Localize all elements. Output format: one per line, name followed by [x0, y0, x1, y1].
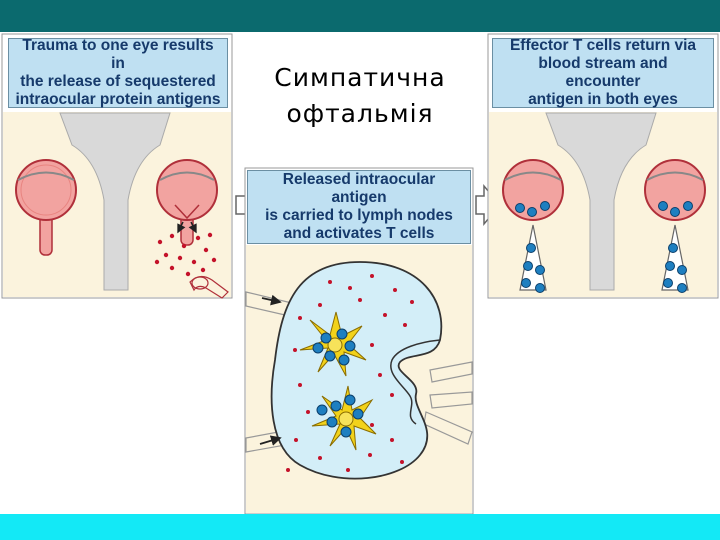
top-band [0, 0, 720, 32]
node-antigen-dots [286, 274, 414, 472]
dendritic-cell-2 [311, 385, 377, 451]
caption-line: antigen in both eyes [528, 91, 678, 108]
caption-line: blood stream and encounter [538, 55, 668, 90]
slide-title-line-1: Симпатична [274, 63, 446, 92]
lymphatic-vessel [189, 275, 229, 299]
caption-line: the release of sequestered [20, 73, 216, 90]
caption-line: Released intraocular antigen [282, 171, 436, 206]
effector-t-cells [515, 201, 693, 293]
caption-line: is carried to lymph nodes [265, 207, 453, 224]
optic-chiasm [59, 112, 171, 291]
released-antigen-dots [154, 232, 217, 277]
caption-line: Trauma to one eye results in [22, 37, 214, 72]
node-t-cells [312, 328, 364, 438]
middle-panel-caption: Released intraocular antigen is carried … [247, 170, 471, 244]
caption-line: intraocular protein antigens [15, 91, 221, 108]
right-panel-caption: Effector T cells return via blood stream… [492, 37, 714, 108]
healthy-eye [15, 159, 77, 256]
bottom-band [0, 514, 720, 540]
left-panel-caption: Trauma to one eye results in the release… [8, 37, 228, 108]
slide-title: Симпатична офтальмія [240, 60, 480, 132]
optic-chiasm-right [545, 112, 657, 291]
caption-line: and activates T cells [283, 225, 435, 242]
injured-eye [156, 159, 218, 246]
slide-title-line-2: офтальмія [286, 99, 434, 128]
caption-line: Effector T cells return via [509, 37, 697, 54]
